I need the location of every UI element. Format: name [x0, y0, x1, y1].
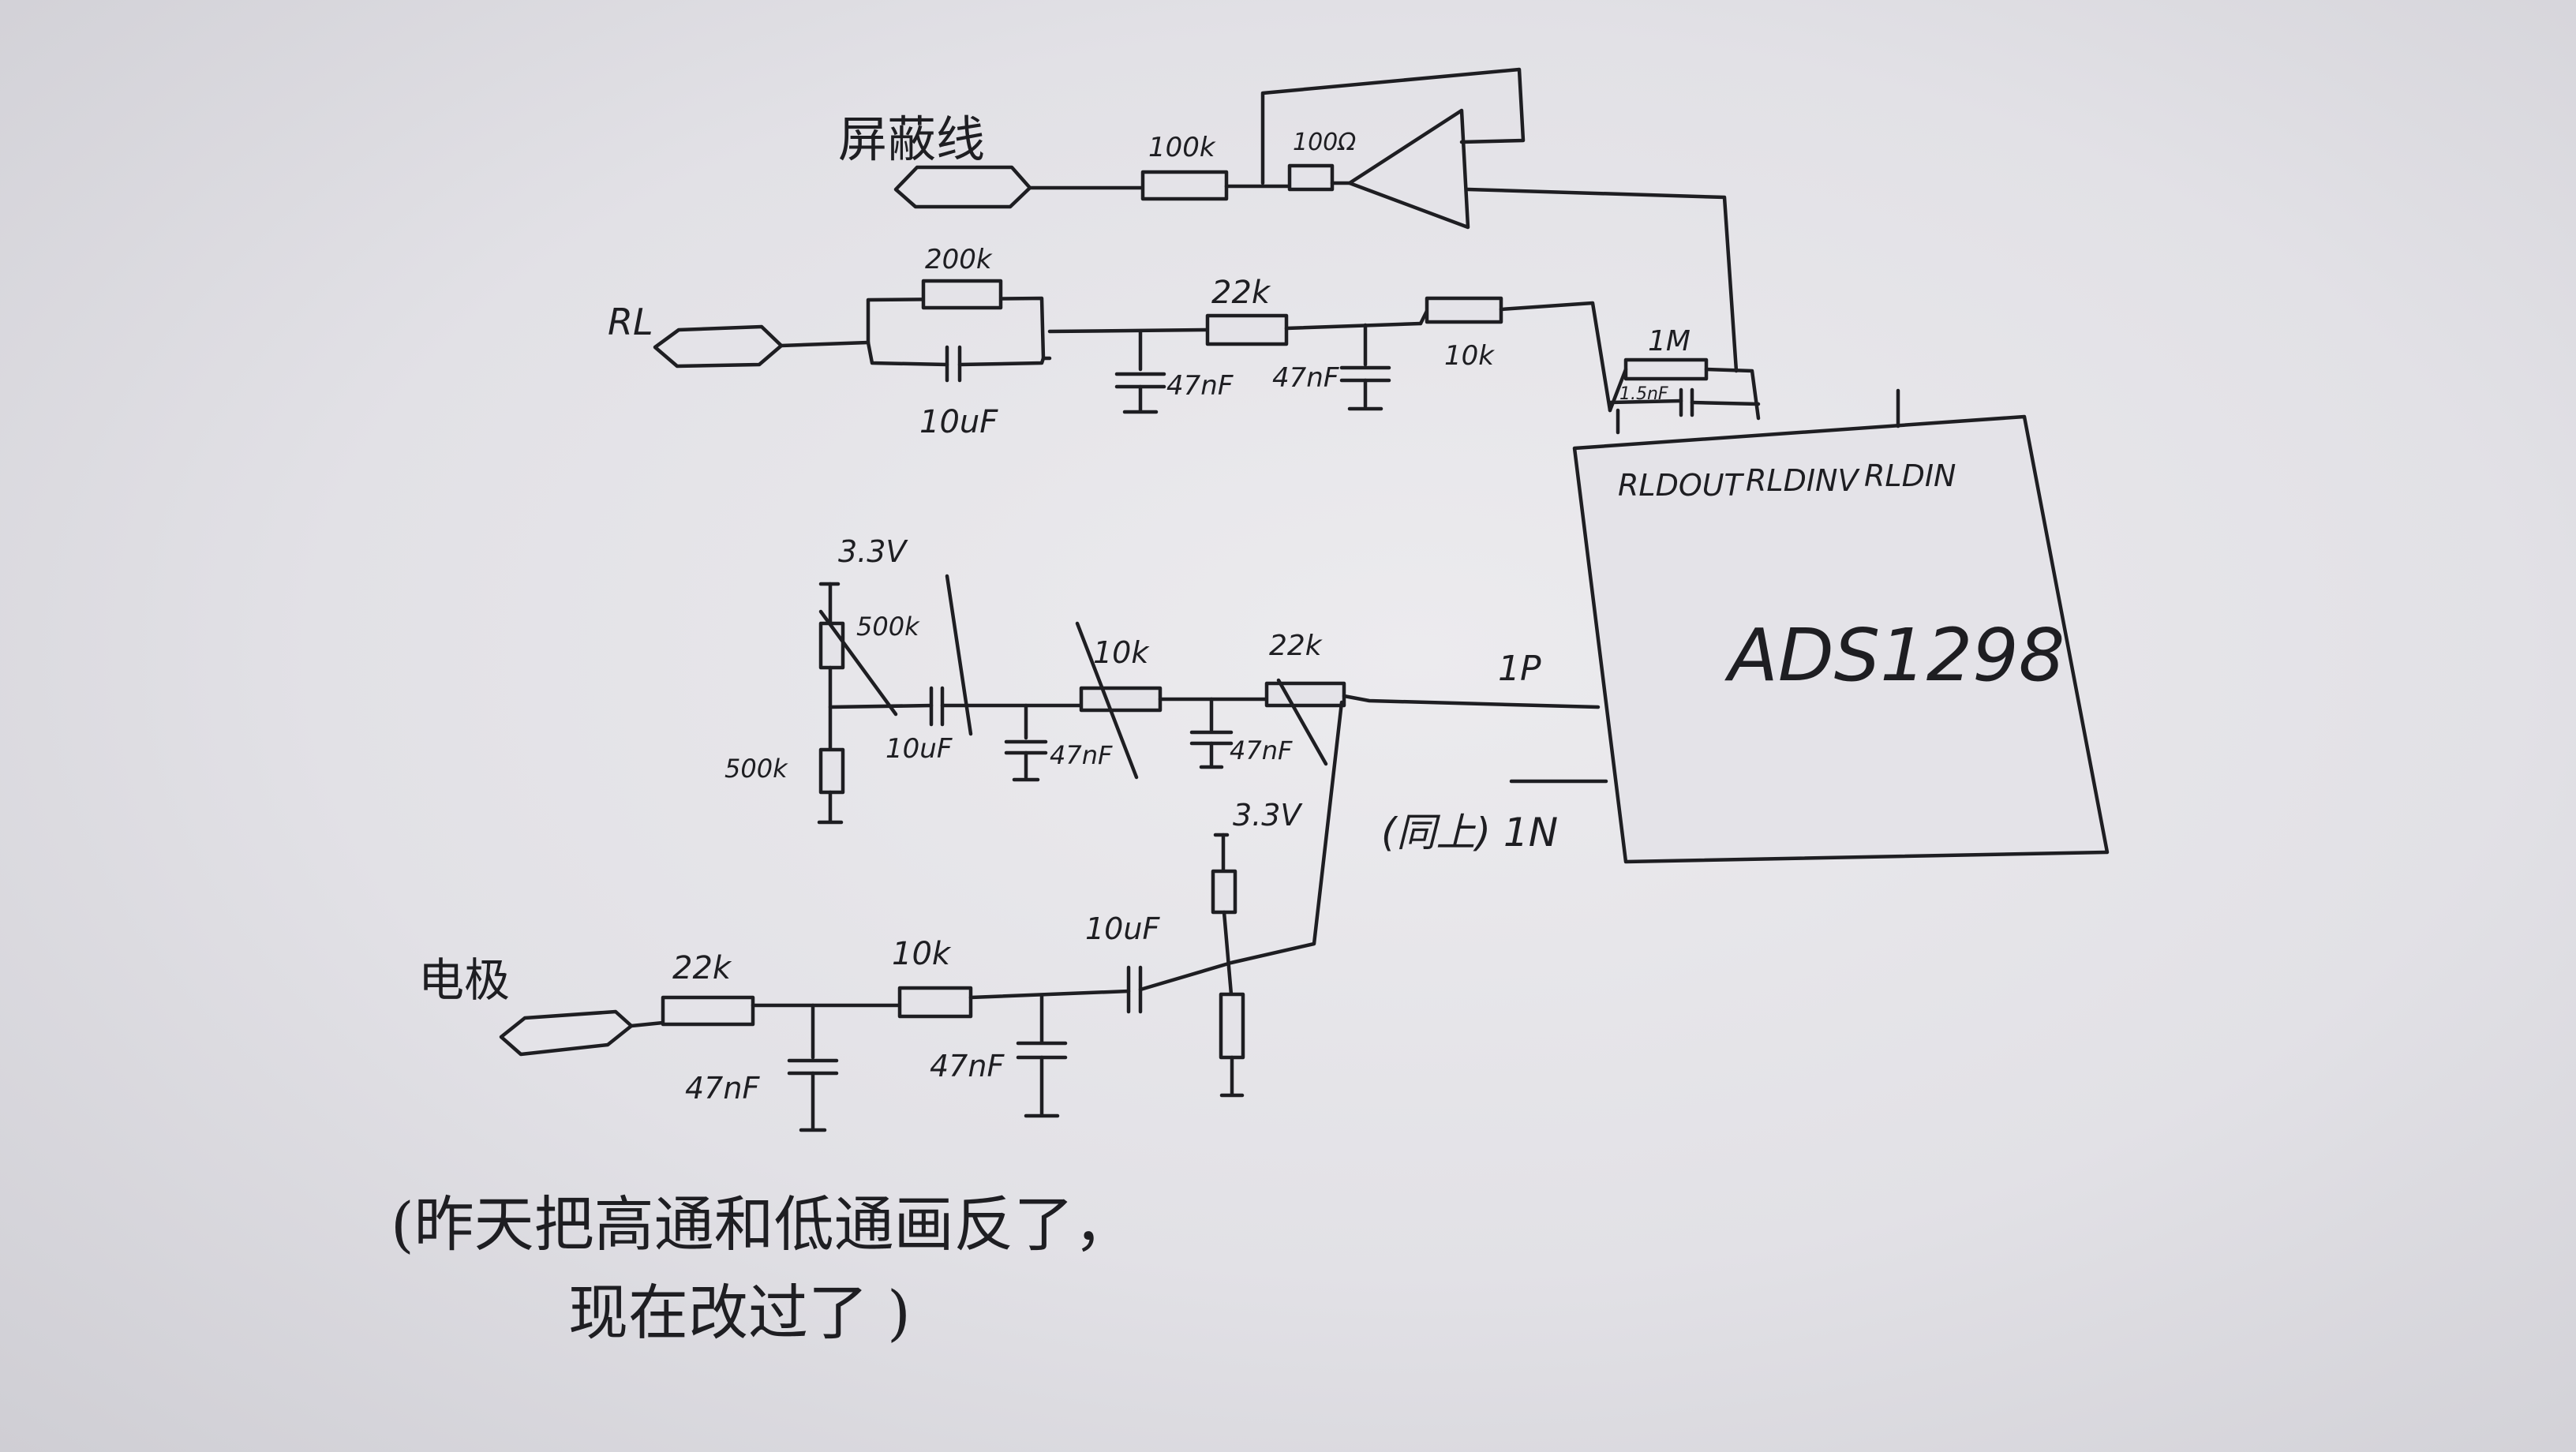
ads1298-chip: RLDOUT RLDINV RLDIN ADS1298 — [1572, 388, 2110, 864]
electrode-resistor-2 — [897, 986, 973, 1019]
rl-cap-parallel-label: 10uF — [919, 404, 998, 440]
rl-connector-label: RL — [608, 301, 653, 343]
bias-supply-label: 3.3V — [838, 534, 908, 569]
bias-resistor-2 — [1264, 681, 1346, 708]
rl-feedback-resistor — [1623, 357, 1709, 381]
electrode-resistor-1 — [661, 995, 755, 1027]
shield-section: 屏蔽线 100k 100Ω — [838, 67, 1739, 373]
electrode-cap-1-label: 47nF — [685, 1071, 760, 1106]
electrode-connector-label: 电极 — [418, 953, 510, 1007]
bias-resistor-1-label: 10k — [1093, 635, 1150, 670]
electrode-bias-resistor-top — [1211, 869, 1237, 915]
rl-feedback-resistor-label: 1M — [1648, 325, 1690, 357]
electrode-cap-coupling-label: 10uF — [1085, 911, 1160, 946]
bias-cap-2-label: 47nF — [1230, 735, 1293, 765]
bias-section: 3.3V 500k 500k 10uF 47nF 10k 47nF 22k — [724, 534, 1601, 825]
chip-body — [1572, 414, 2110, 864]
rl-feedback-cap-label: 1.5nF — [1619, 384, 1668, 404]
electrode-supply-label: 3.3V — [1233, 798, 1303, 833]
electrode-section: 电极 22k 47nF 10k 47nF 10uF 3.3V (同上) 1N — [418, 700, 1608, 1132]
shield-resistor-1-label: 100k — [1148, 132, 1216, 163]
bias-cap-1-label: 47nF — [1050, 740, 1113, 770]
shield-resistor-2-label: 100Ω — [1293, 129, 1356, 156]
shield-resistor-1 — [1140, 170, 1229, 201]
bias-cap-coupling-label: 10uF — [886, 733, 953, 765]
electrode-resistor-1-label: 22k — [672, 950, 732, 986]
handwritten-note: (昨天把高通和低通画反了， 现在改过了 ) — [391, 1189, 1134, 1348]
chip-pin-rldin: RLDIN — [1864, 458, 1956, 493]
rl-cap-2-label: 47nF — [1272, 362, 1339, 394]
shield-buffer-opamp — [1347, 108, 1470, 230]
bias-resistor-top-label: 500k — [856, 612, 920, 642]
electrode-bias-resistor-bottom — [1219, 992, 1245, 1060]
rl-resistor-mid — [1205, 313, 1289, 346]
electrode-pin-label: (同上) 1N — [1381, 810, 1558, 855]
bias-resistor-top — [818, 621, 845, 670]
bias-resistor-2-label: 22k — [1269, 630, 1324, 662]
bias-resistor-bottom-label: 500k — [724, 754, 788, 784]
rl-resistor-top-label: 200k — [925, 244, 993, 275]
rl-resistor-mid-label: 22k — [1211, 275, 1271, 311]
bias-resistor-1 — [1079, 686, 1163, 713]
electrode-cap-2-label: 47nF — [930, 1049, 1005, 1083]
shield-resistor-2 — [1287, 163, 1335, 192]
rl-cap-1-label: 47nF — [1166, 370, 1234, 402]
rl-resistor-out-label: 10k — [1444, 340, 1495, 372]
bias-pin-label: 1P — [1498, 649, 1541, 689]
rl-resistor-top — [921, 279, 1003, 310]
chip-pin-rldout: RLDOUT — [1618, 468, 1745, 503]
chip-name: ADS1298 — [1724, 613, 2065, 698]
electrode-connector — [499, 1009, 634, 1057]
note-line-2: 现在改过了 ) — [568, 1278, 911, 1348]
shield-connector — [893, 165, 1032, 209]
note-line-1: (昨天把高通和低通画反了， — [391, 1189, 1134, 1259]
rl-resistor-out — [1425, 296, 1503, 324]
electrode-resistor-2-label: 10k — [892, 936, 952, 972]
bias-resistor-bottom — [818, 747, 845, 795]
chip-pin-rldinv: RLDINV — [1746, 463, 1860, 498]
shield-connector-label: 屏蔽线 — [838, 110, 985, 168]
rl-connector — [653, 324, 784, 369]
rl-section: RL 200k 10uF 47nF 22k 47nF 10k 1M — [608, 244, 1761, 440]
